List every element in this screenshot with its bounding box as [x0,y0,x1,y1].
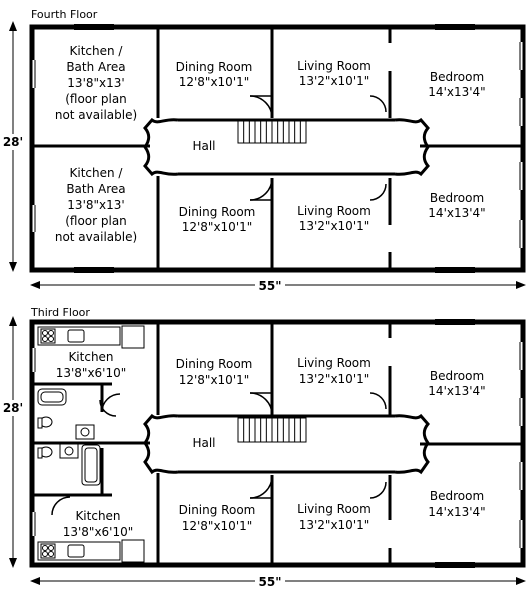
bathroom-fixtures [37,388,101,486]
svg-text:Bedroom: Bedroom [430,369,484,383]
window [435,319,475,325]
kitchen-top-label: Kitchen / Bath Area 13'8"x13' (floor pla… [55,44,137,122]
doors [249,95,387,201]
svg-text:14'x13'4": 14'x13'4" [428,206,485,220]
svg-text:Bedroom: Bedroom [430,70,484,84]
window [74,24,114,30]
fourth-floor-height-dimension: 28' [2,21,26,272]
svg-text:Living Room: Living Room [297,502,371,516]
doors [51,392,387,516]
bedroom-bottom-label: Bedroom 14'x13'4" [428,191,485,220]
third-floor-height-dimension: 28' [2,316,26,568]
svg-text:Living Room: Living Room [297,204,371,218]
fourth-floor-outer-wall [29,24,526,273]
living-bottom-label: Living Room 13'2"x10'1" [297,204,371,233]
svg-text:12'8"x10'1": 12'8"x10'1" [179,75,250,89]
svg-text:12'8"x10'1": 12'8"x10'1" [182,519,253,533]
kitchen-bottom-label: Kitchen / Bath Area 13'8"x13' (floor pla… [55,166,137,244]
window [435,24,475,30]
svg-text:Kitchen: Kitchen [68,350,113,364]
svg-text:not available): not available) [55,230,137,244]
svg-text:13'2"x10'1": 13'2"x10'1" [299,74,370,88]
svg-text:14'x13'4": 14'x13'4" [428,85,485,99]
svg-text:13'2"x10'1": 13'2"x10'1" [299,518,370,532]
svg-text:Bedroom: Bedroom [430,191,484,205]
fourth-floor-plan: Fourth Floor [2,8,526,293]
dining-bottom-label: Dining Room 12'8"x10'1" [179,205,256,234]
svg-text:13'8"x13': 13'8"x13' [67,198,124,212]
living-top-label: Living Room 13'2"x10'1" [297,59,371,88]
svg-text:Kitchen: Kitchen [75,509,120,523]
svg-text:13'8"x6'10": 13'8"x6'10" [56,366,127,380]
svg-text:12'8"x10'1": 12'8"x10'1" [182,220,253,234]
window [74,267,114,273]
third-floor-title: Third Floor [30,306,90,319]
svg-text:Kitchen /: Kitchen / [70,44,124,58]
kitchen-bottom-fixtures [37,539,145,563]
svg-text:Dining Room: Dining Room [179,205,256,219]
svg-text:Living Room: Living Room [297,59,371,73]
svg-text:Bath Area: Bath Area [66,182,125,196]
third-floor-interior-walls [32,322,523,565]
svg-text:Dining Room: Dining Room [179,503,256,517]
kitchen-top-fixtures [37,325,145,349]
living-bottom-label-3: Living Room 13'2"x10'1" [297,502,371,532]
living-top-label-3: Living Room 13'2"x10'1" [297,356,371,386]
svg-text:13'8"x6'10": 13'8"x6'10" [63,525,134,539]
svg-text:not available): not available) [55,108,137,122]
bedroom-top-label-3: Bedroom 14'x13'4" [428,369,485,398]
svg-text:14'x13'4": 14'x13'4" [428,505,485,519]
svg-text:Kitchen /: Kitchen / [70,166,124,180]
svg-text:55": 55" [259,279,282,293]
fourth-floor-title: Fourth Floor [31,8,98,21]
fourth-floor-width-dimension: 55" [30,277,526,293]
bedroom-top-label: Bedroom 14'x13'4" [428,70,485,99]
svg-text:13'2"x10'1": 13'2"x10'1" [299,372,370,386]
svg-text:Bedroom: Bedroom [430,489,484,503]
hall-label-3: Hall [192,436,215,450]
hall-label: Hall [192,139,215,153]
dining-top-label: Dining Room 12'8"x10'1" [176,60,253,89]
svg-text:Dining Room: Dining Room [176,357,253,371]
svg-text:(floor plan: (floor plan [65,214,127,228]
dining-top-label-3: Dining Room 12'8"x10'1" [176,357,253,387]
svg-text:28': 28' [3,135,23,149]
kitchen-top-label-3: Kitchen 13'8"x6'10" [56,350,127,380]
svg-text:55": 55" [259,575,282,589]
dining-bottom-label-3: Dining Room 12'8"x10'1" [179,503,256,533]
svg-text:28': 28' [3,401,23,415]
bedroom-bottom-label-3: Bedroom 14'x13'4" [428,489,485,519]
svg-text:Living Room: Living Room [297,356,371,370]
kitchen-bottom-label-3: Kitchen 13'8"x6'10" [63,509,134,539]
svg-text:13'8"x13': 13'8"x13' [67,76,124,90]
svg-text:13'2"x10'1": 13'2"x10'1" [299,219,370,233]
svg-text:Dining Room: Dining Room [176,60,253,74]
svg-text:Bath Area: Bath Area [66,60,125,74]
third-floor-plan: Third Floor [2,306,526,589]
svg-text:(floor plan: (floor plan [65,92,127,106]
third-floor-width-dimension: 55" [30,573,526,589]
fourth-floor-interior-walls [32,27,523,270]
window [435,267,475,273]
svg-text:12'8"x10'1": 12'8"x10'1" [179,373,250,387]
window [435,562,475,568]
svg-text:14'x13'4": 14'x13'4" [428,384,485,398]
